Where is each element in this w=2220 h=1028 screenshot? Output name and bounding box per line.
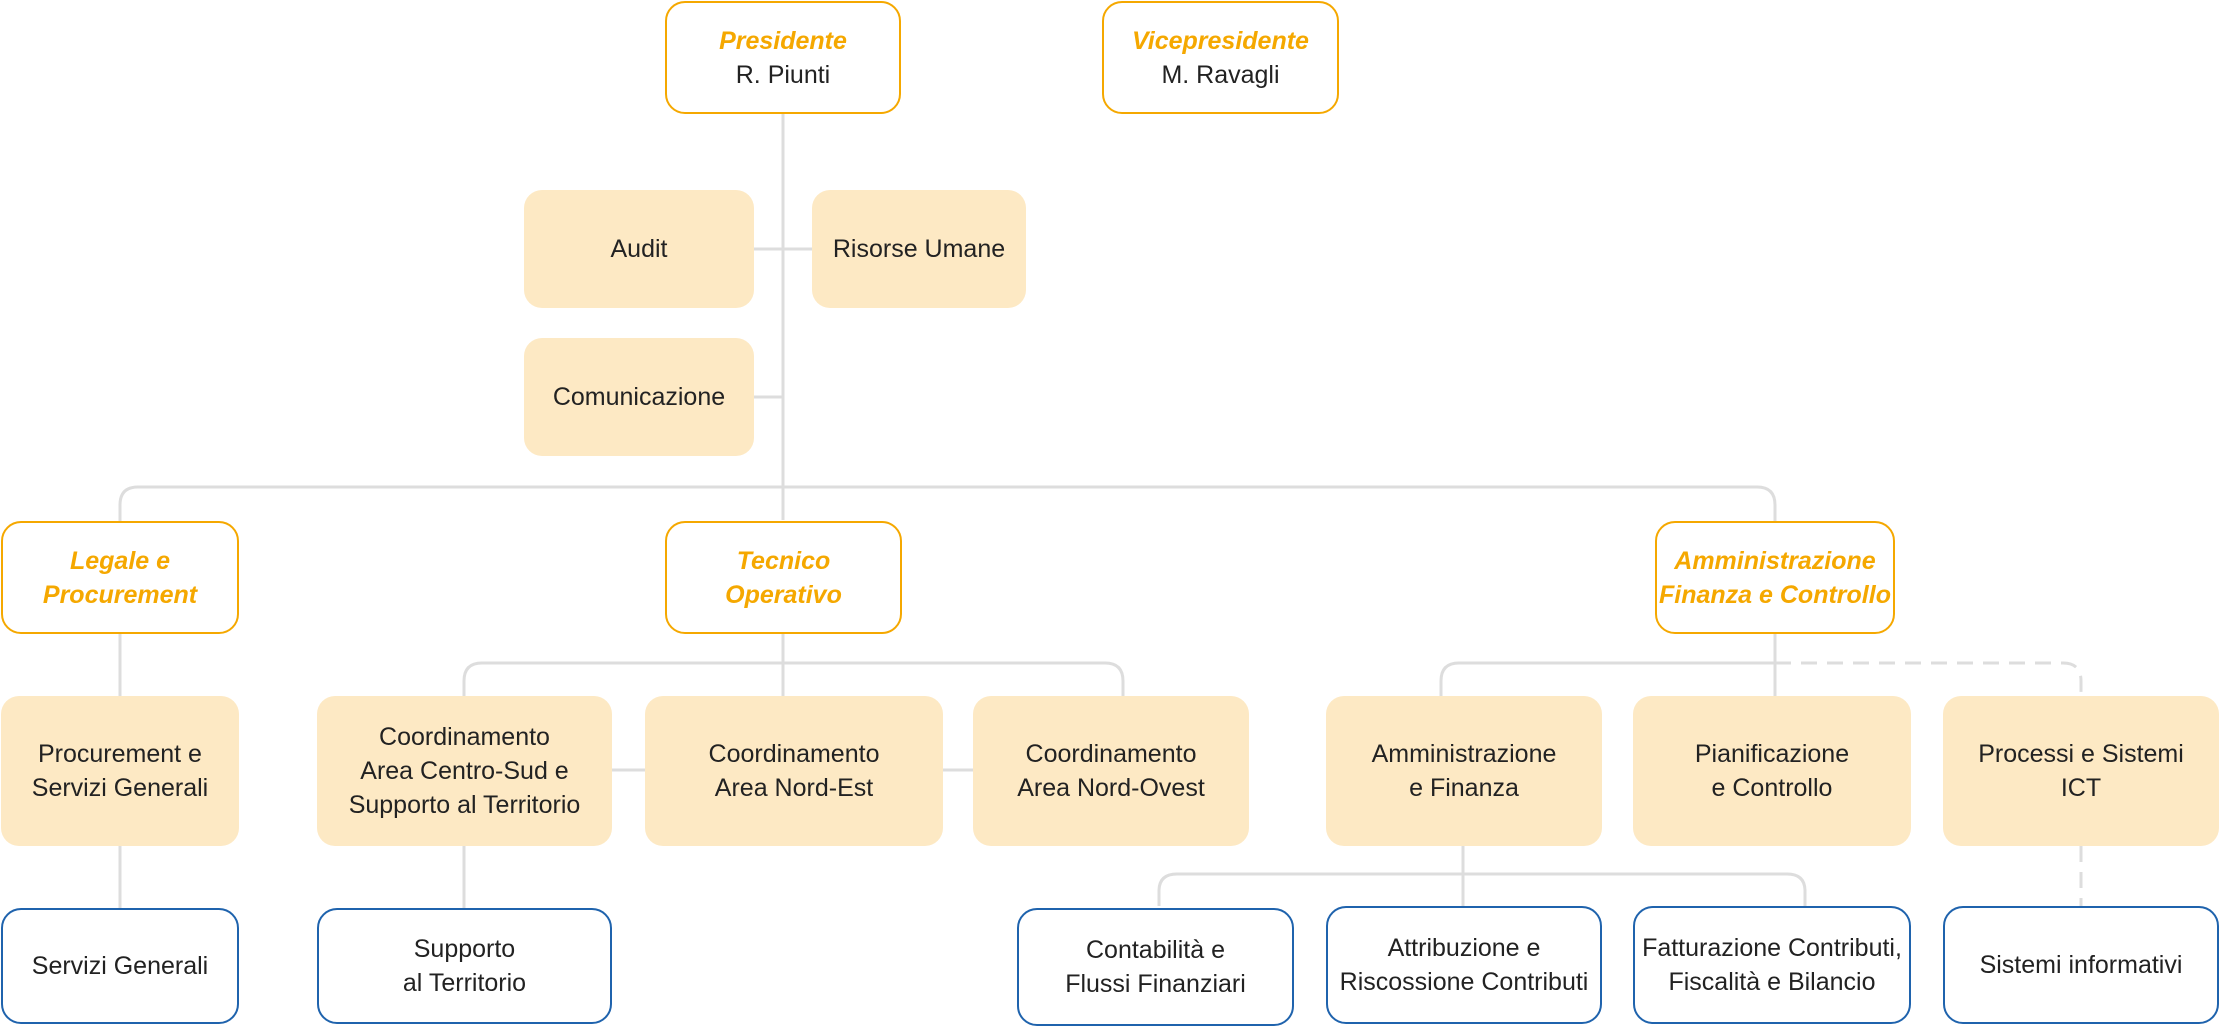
office-info-systems-label: Sistemi informativi xyxy=(1979,951,2183,979)
unit-nord-est-label: Coordinamento Area Nord-Est xyxy=(708,740,880,802)
office-accounting-box: Contabilità e Flussi Finanziari xyxy=(1017,908,1294,1026)
unit-nord-ovest-box: Coordinamento Area Nord-Ovest xyxy=(973,696,1249,846)
unit-admin-finance-label: Amministrazione e Finanza xyxy=(1371,740,1557,802)
unit-centro-sud-box: Coordinamento Area Centro-Sud e Supporto… xyxy=(317,696,612,846)
unit-nord-est-box: Coordinamento Area Nord-Est xyxy=(645,696,943,846)
office-collection-box: Attribuzione e Riscossione Contributi xyxy=(1326,906,1602,1024)
division-technical-box: Tecnico Operativo xyxy=(665,521,902,634)
president-name: R. Piunti xyxy=(735,60,831,89)
vice-president-title: Vicepresidente xyxy=(1132,26,1309,55)
unit-ict-box: Processi e Sistemi ICT xyxy=(1943,696,2219,846)
ict-dashed-link xyxy=(1775,661,2083,906)
unit-planning-box: Pianificazione e Controllo xyxy=(1633,696,1911,846)
unit-ict-label: Processi e Sistemi ICT xyxy=(1978,740,2184,802)
division-finance-box: Amministrazione Finanza e Controllo xyxy=(1655,521,1895,634)
vice-president-name: M. Ravagli xyxy=(1161,60,1280,89)
division-legal-box: Legale e Procurement xyxy=(1,521,239,634)
communication-box: Comunicazione xyxy=(524,338,754,456)
president-box: Presidente R. Piunti xyxy=(665,1,901,114)
division-finance-label: Amministrazione Finanza e Controllo xyxy=(1659,546,1891,609)
unit-procurement-box: Procurement e Servizi Generali xyxy=(1,696,239,846)
audit-label: Audit xyxy=(610,235,668,263)
unit-admin-finance-box: Amministrazione e Finanza xyxy=(1326,696,1602,846)
vice-president-box: Vicepresidente M. Ravagli xyxy=(1102,1,1339,114)
office-collection-label: Attribuzione e Riscossione Contributi xyxy=(1339,934,1589,996)
office-territory-support-box: Supporto al Territorio xyxy=(317,908,612,1024)
hr-label: Risorse Umane xyxy=(832,235,1006,263)
office-accounting-label: Contabilità e Flussi Finanziari xyxy=(1065,936,1246,998)
office-general-services-label: Servizi Generali xyxy=(31,952,209,980)
division-bus xyxy=(118,485,1777,521)
finance-bus xyxy=(1439,634,1777,696)
division-legal-label: Legale e Procurement xyxy=(42,546,198,609)
office-general-services-box: Servizi Generali xyxy=(1,908,239,1024)
hr-box: Risorse Umane xyxy=(812,190,1026,308)
unit-procurement-label: Procurement e Servizi Generali xyxy=(31,740,209,802)
office-billing-box: Fatturazione Contributi, Fiscalità e Bil… xyxy=(1633,906,1911,1024)
division-technical-label: Tecnico Operativo xyxy=(725,546,842,609)
admin-finance-bus xyxy=(1157,846,1807,906)
office-territory-support-label: Supporto al Territorio xyxy=(402,935,527,997)
president-title: Presidente xyxy=(719,26,847,55)
unit-nord-ovest-label: Coordinamento Area Nord-Ovest xyxy=(1017,740,1205,802)
office-info-systems-box: Sistemi informativi xyxy=(1943,906,2219,1024)
communication-label: Comunicazione xyxy=(552,383,726,411)
technical-bus xyxy=(462,634,1125,696)
unit-centro-sud-label: Coordinamento Area Centro-Sud e Supporto… xyxy=(348,723,581,819)
audit-box: Audit xyxy=(524,190,754,308)
office-billing-label: Fatturazione Contributi, Fiscalità e Bil… xyxy=(1642,934,1902,996)
unit-planning-label: Pianificazione e Controllo xyxy=(1694,740,1850,802)
